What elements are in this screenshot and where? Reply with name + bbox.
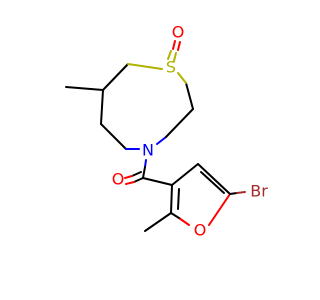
- bond-carbonyl-o-d: [124, 175, 133, 179]
- bond-c6-c7: [165, 108, 194, 138]
- bond-n-carbonyl: [144, 159, 147, 168]
- bond-s-o-double-a: [167, 50, 172, 60]
- bond-furan-o-c2: [178, 217, 190, 226]
- carbonyl-oxygen-label: O: [112, 170, 125, 189]
- bond-c2-c3: [102, 63, 129, 91]
- molecule-structure: S O N O O Br: [65, 23, 268, 240]
- bond-furan-c3-c4: [171, 163, 199, 186]
- bond-furan-c2-c3: [170, 184, 173, 214]
- bond-carbonyl-o-c: [131, 171, 142, 177]
- bond-c7-c8: [185, 82, 194, 110]
- bond-furan-c4-c5-inner: [200, 171, 225, 194]
- bond-c4-c5: [100, 123, 127, 150]
- bond-s-c2: [127, 63, 163, 70]
- sulfur-label: S: [166, 58, 176, 77]
- bond-c8-s: [177, 72, 187, 84]
- bromine-label: Br: [250, 182, 268, 201]
- bond-carbonyl-o-a: [133, 177, 144, 183]
- bond-c3-methyl: [65, 86, 104, 91]
- bond-s-o-double-d: [177, 41, 181, 51]
- bond-furan-c5-o: [208, 193, 231, 226]
- bond-carbonyl-furan: [142, 177, 173, 186]
- bond-furan-c2-o-black: [170, 212, 180, 219]
- sulfoxide-oxygen-label: O: [172, 23, 185, 42]
- bond-furan-br-color: [236, 191, 246, 194]
- bond-s-o-double-b: [172, 40, 176, 50]
- furan-oxygen-label: O: [194, 221, 207, 240]
- bond-carbonyl-o-b: [125, 181, 135, 185]
- bond-n-carbonyl-black: [142, 166, 146, 179]
- bond-furan-c2-c3-inner: [177, 188, 180, 210]
- bond-furan-c4-c5: [197, 163, 231, 195]
- bond-n-c6: [156, 136, 167, 145]
- ring-nitrogen-label: N: [142, 141, 154, 160]
- bond-furan-methyl: [144, 212, 172, 232]
- molecule-canvas: S O N O O Br: [65, 22, 269, 240]
- bond-c3-c4: [100, 89, 104, 125]
- bond-furan-br-black: [229, 192, 238, 195]
- bond-s-o-double-c: [173, 52, 177, 62]
